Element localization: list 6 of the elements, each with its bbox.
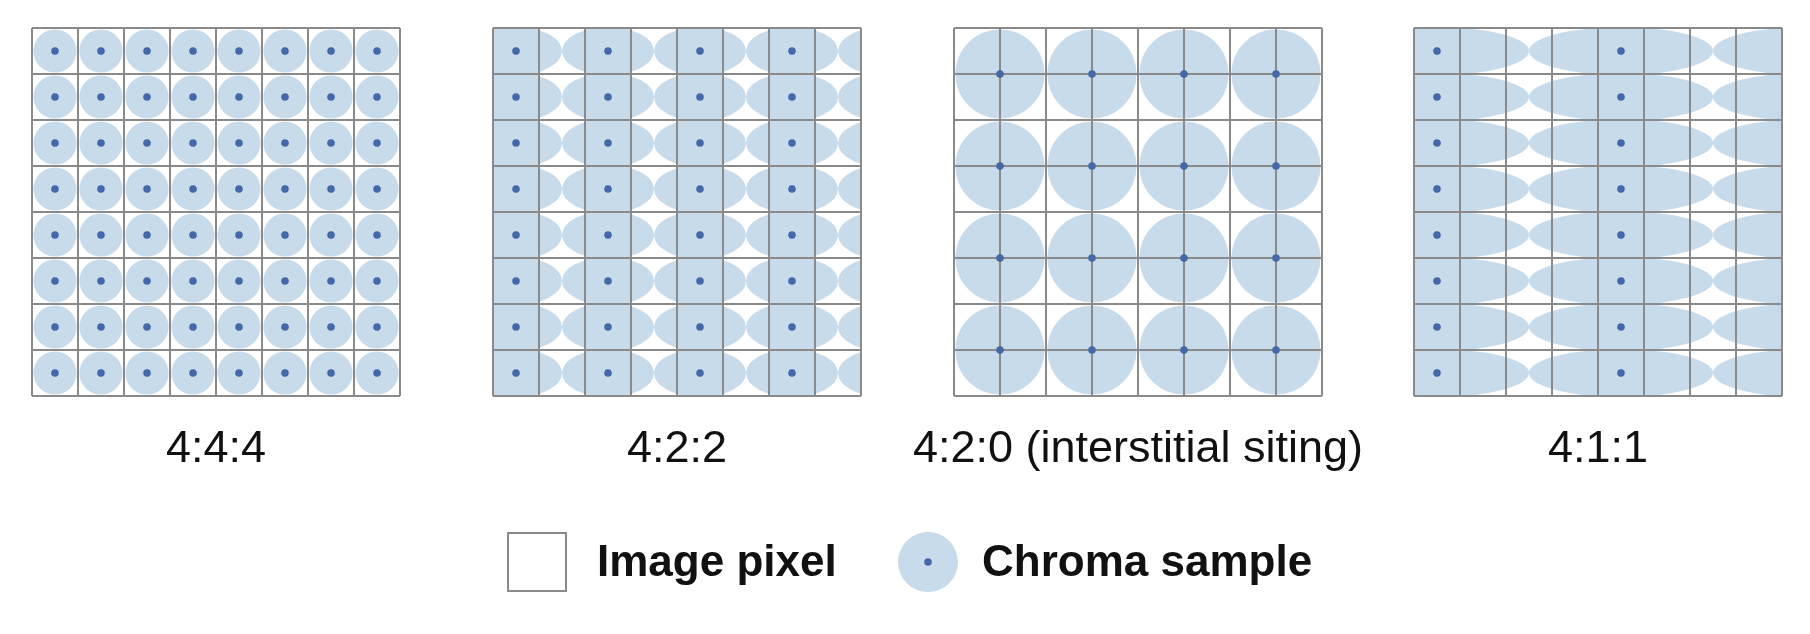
legend-label: Image pixel bbox=[597, 535, 837, 587]
grid-caption: 4:2:2 bbox=[626, 420, 728, 474]
grid-caption: 4:4:4 bbox=[165, 420, 267, 474]
grid-caption: 4:1:1 bbox=[1547, 420, 1649, 474]
legend-label: Chroma sample bbox=[982, 535, 1313, 587]
grid-caption: 4:2:0 (interstitial siting) bbox=[912, 420, 1364, 474]
